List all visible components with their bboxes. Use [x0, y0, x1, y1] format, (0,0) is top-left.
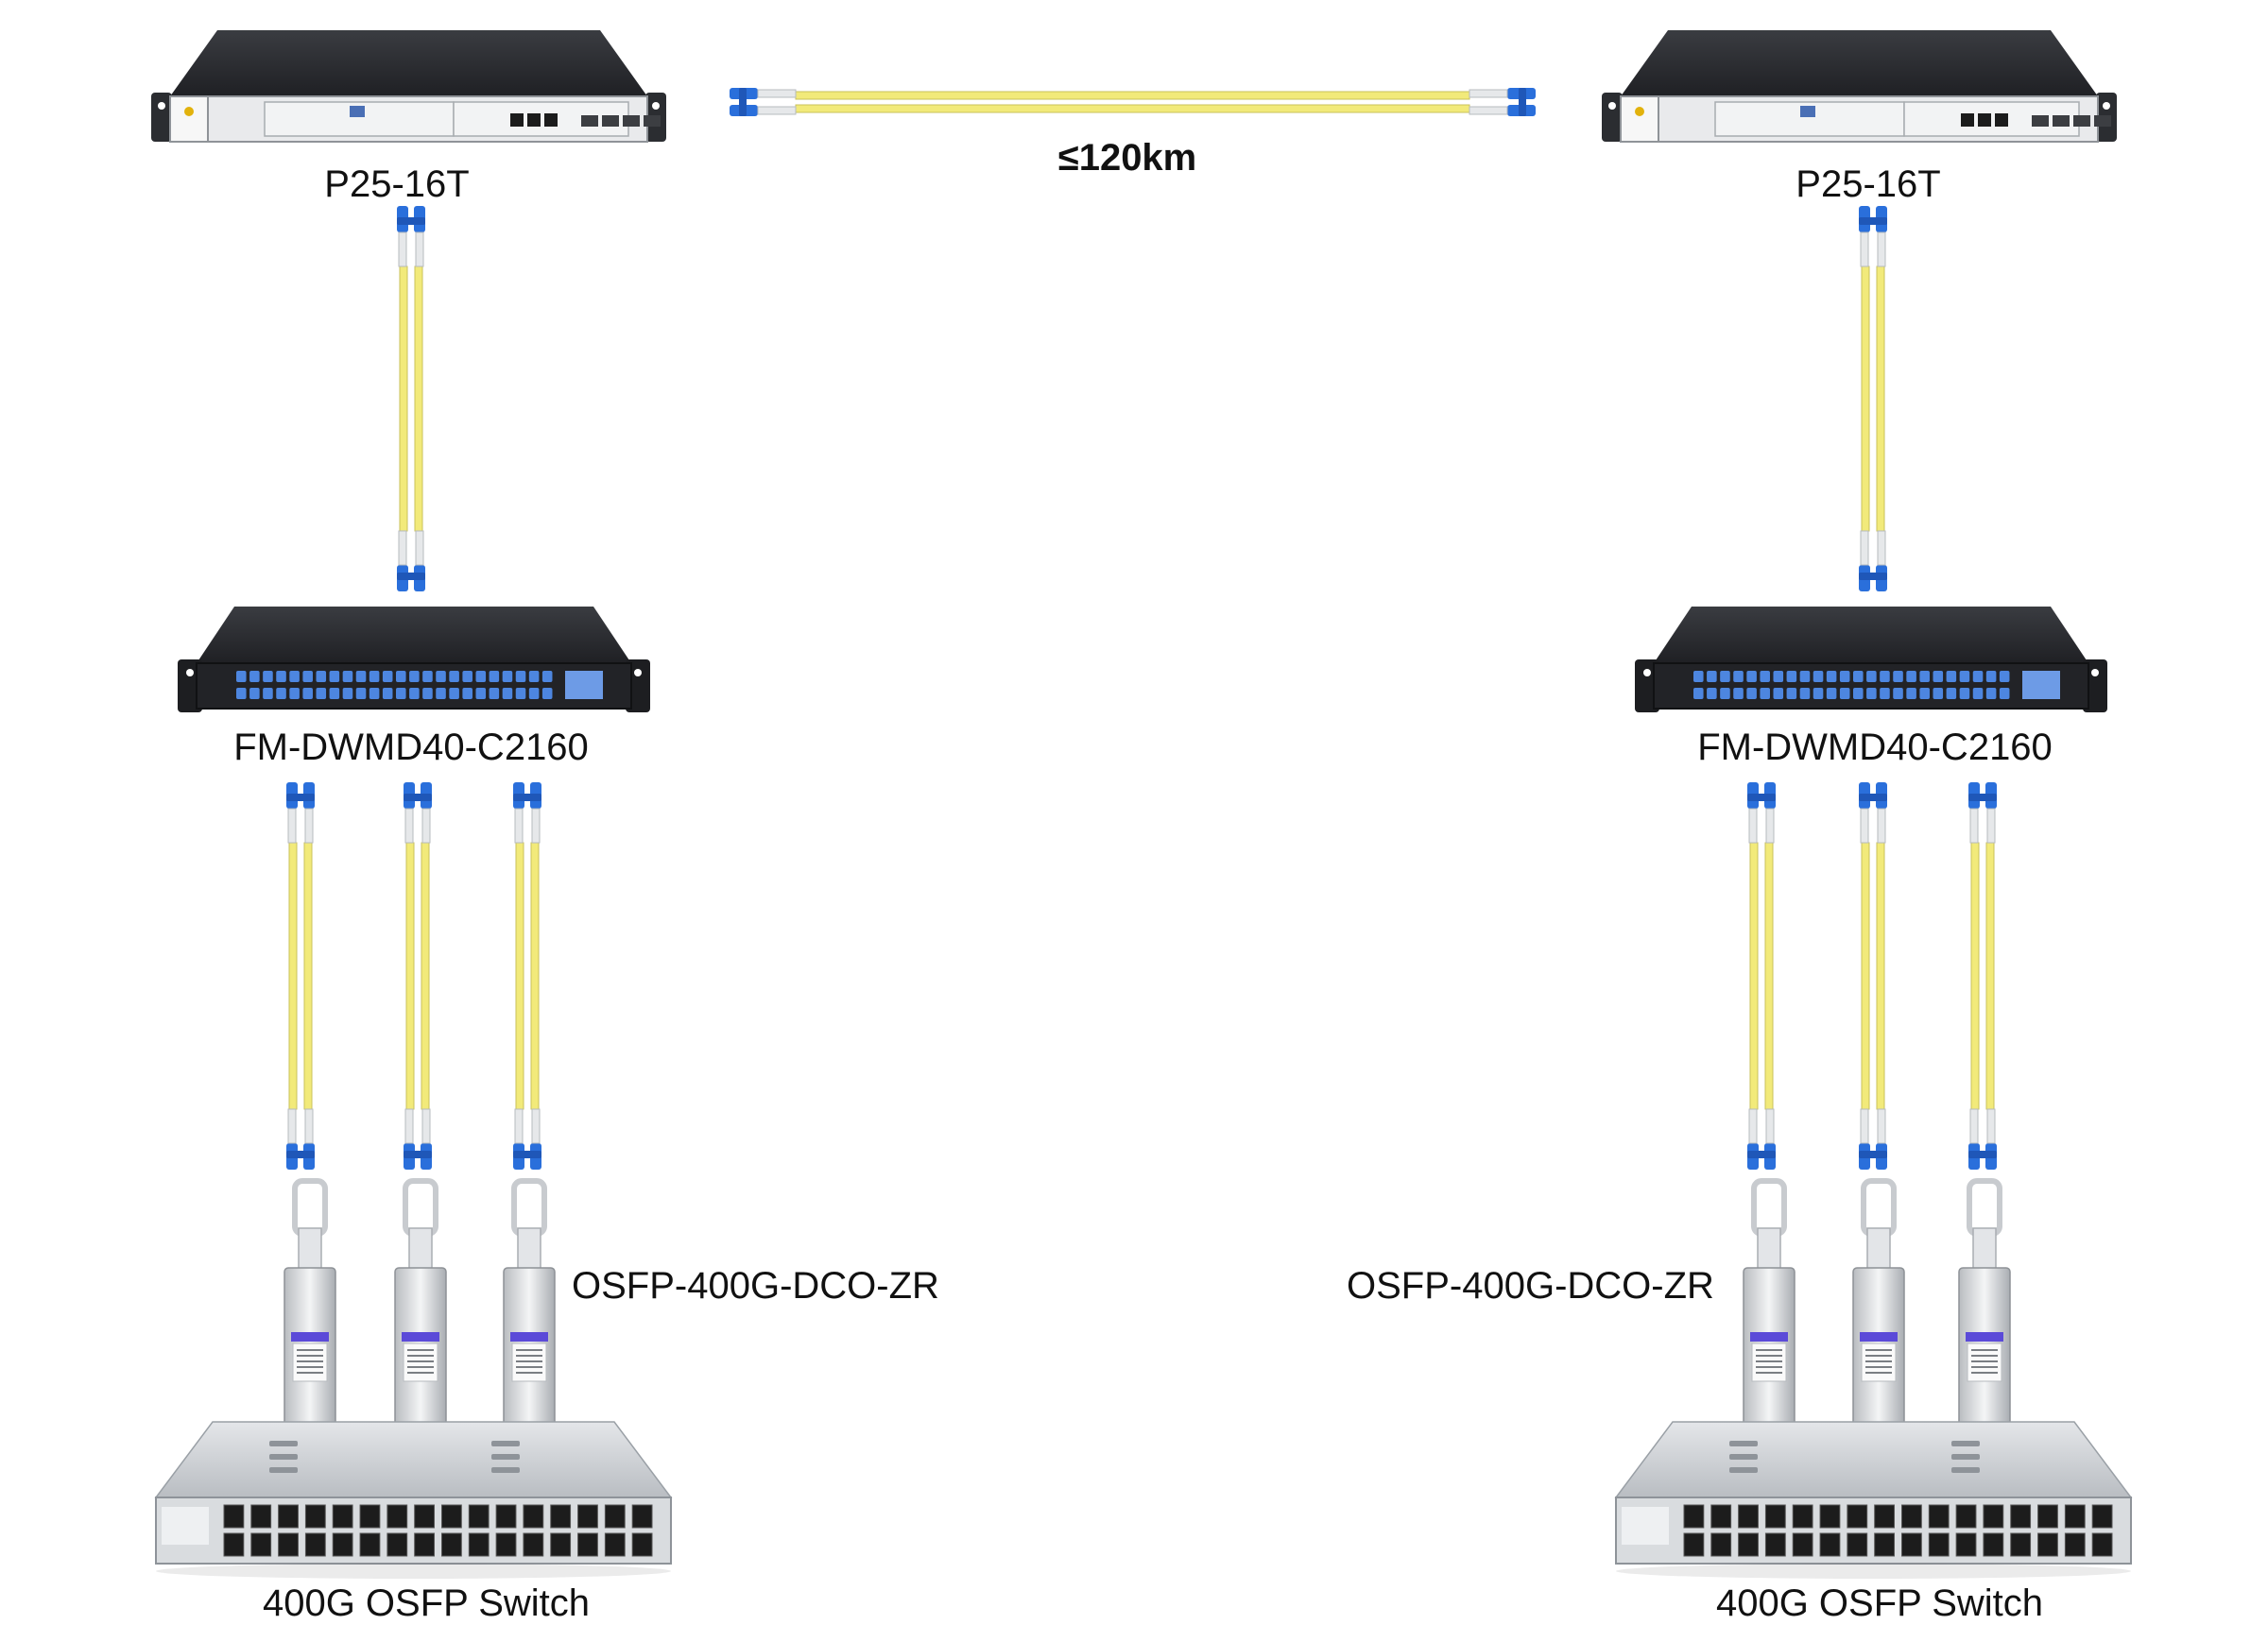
right-osfp-module-2	[1852, 1178, 1905, 1467]
right-mux-module-cord-3	[1968, 782, 1997, 1170]
left-mux-icon	[178, 607, 650, 712]
right-mux-label: FM-DWMD40-C2160	[1697, 727, 2053, 768]
left-switch-icon	[154, 1421, 673, 1579]
right-switch-label: 400G OSFP Switch	[1715, 1582, 2044, 1624]
right-transponder-icon	[1602, 30, 2117, 143]
left-transponder-icon	[151, 30, 666, 143]
right-transponder-mux-cord	[1859, 206, 1887, 591]
left-osfp-module-3	[503, 1178, 556, 1467]
left-switch-label: 400G OSFP Switch	[262, 1582, 591, 1624]
left-mux-module-cord-2	[404, 782, 432, 1170]
left-mux-module-cord-1	[286, 782, 315, 1170]
left-module-label: OSFP-400G-DCO-ZR	[572, 1265, 939, 1307]
right-module-label: OSFP-400G-DCO-ZR	[1347, 1265, 1714, 1307]
right-mux-icon	[1635, 607, 2107, 712]
left-mux-module-cord-3	[513, 782, 541, 1170]
left-osfp-module-2	[394, 1178, 447, 1467]
right-switch-icon	[1614, 1421, 2133, 1579]
distance-label: ≤120km	[1057, 137, 1197, 179]
span-patch-cord	[730, 88, 1536, 116]
left-transponder-label: P25-16T	[324, 163, 470, 205]
right-transponder-label: P25-16T	[1796, 163, 1941, 205]
right-mux-module-cord-2	[1859, 782, 1887, 1170]
left-mux-label: FM-DWMD40-C2160	[233, 727, 589, 768]
left-transponder-mux-cord	[397, 206, 425, 591]
right-mux-module-cord-1	[1747, 782, 1776, 1170]
